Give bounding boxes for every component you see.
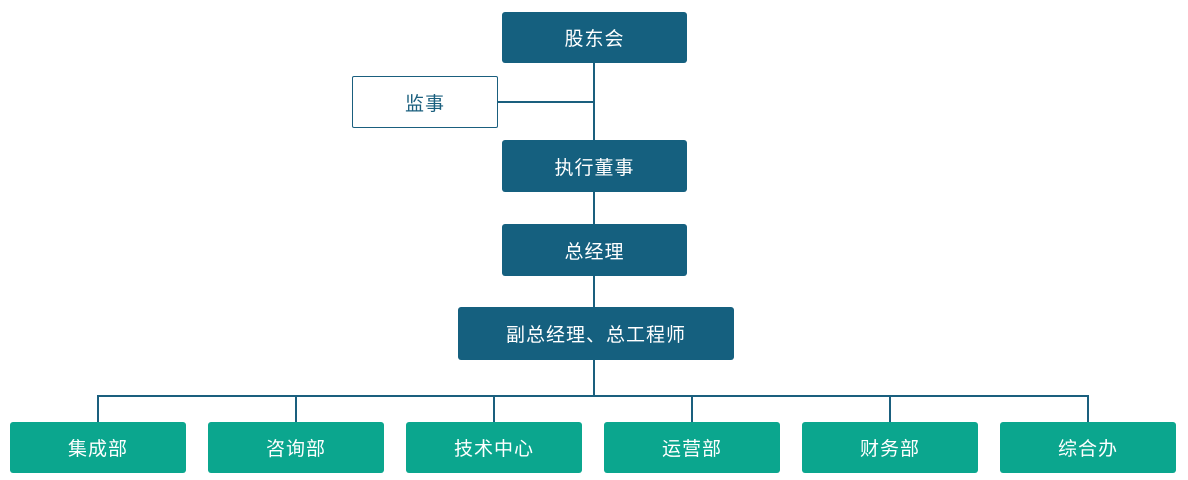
- node-shareholders-meeting: 股东会: [502, 12, 687, 63]
- node-deputy-gm-chief-engineer-label: 副总经理、总工程师: [505, 325, 686, 346]
- connector-executive-director-to-general-manager: [593, 192, 595, 224]
- node-dept-operations: 运营部: [604, 422, 780, 473]
- node-dept-general-office-label: 综合办: [1057, 439, 1118, 460]
- node-deputy-gm-chief-engineer: 副总经理、总工程师: [458, 307, 734, 360]
- connector-stub-dept-6: [1087, 395, 1089, 422]
- connector-stub-dept-1: [97, 395, 99, 422]
- connector-deputy-gm-to-bus: [593, 360, 595, 397]
- node-shareholders-meeting-label: 股东会: [564, 29, 625, 50]
- node-dept-consulting: 咨询部: [208, 422, 384, 473]
- connector-stub-dept-2: [295, 395, 297, 422]
- node-dept-integration-label: 集成部: [67, 439, 128, 460]
- node-general-manager: 总经理: [502, 224, 687, 276]
- node-dept-operations-label: 运营部: [661, 439, 722, 460]
- node-supervisor: 监事: [352, 76, 498, 128]
- connector-stub-dept-3: [493, 395, 495, 422]
- connector-stub-dept-5: [889, 395, 891, 422]
- node-dept-technical-center: 技术中心: [406, 422, 582, 473]
- node-executive-director-label: 执行董事: [554, 157, 635, 179]
- node-dept-finance: 财务部: [802, 422, 978, 473]
- connector-stub-dept-4: [691, 395, 693, 422]
- node-general-manager-label: 总经理: [564, 241, 625, 263]
- connector-supervisor-branch: [498, 101, 594, 103]
- connector-shareholders-to-executive-director: [593, 63, 595, 140]
- node-dept-general-office: 综合办: [1000, 422, 1176, 473]
- node-dept-consulting-label: 咨询部: [265, 439, 326, 460]
- node-dept-finance-label: 财务部: [859, 439, 920, 460]
- node-dept-integration: 集成部: [10, 422, 186, 473]
- connector-general-manager-to-deputy-gm: [593, 276, 595, 307]
- node-dept-technical-center-label: 技术中心: [453, 439, 534, 460]
- node-executive-director: 执行董事: [502, 140, 687, 192]
- connector-departments-bus: [97, 395, 1089, 397]
- node-supervisor-label: 监事: [404, 93, 445, 115]
